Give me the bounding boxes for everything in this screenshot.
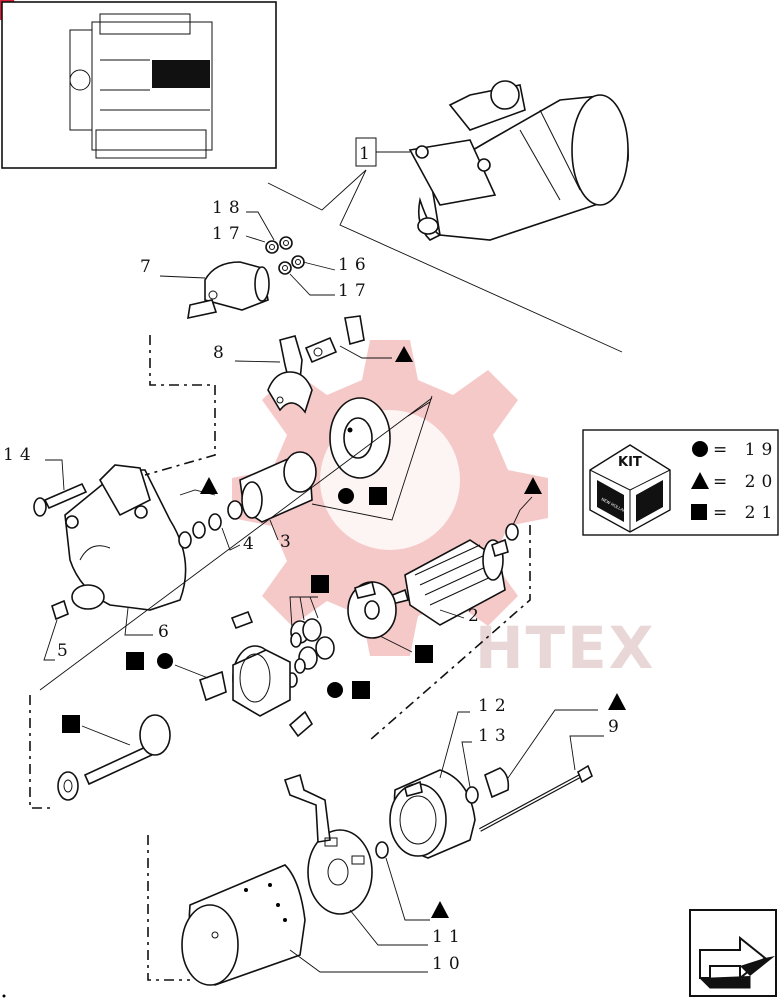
callout-3: 3	[280, 532, 297, 552]
legend-triangle-value: = 20	[713, 472, 778, 492]
kit-triangle-marker-2	[200, 477, 218, 494]
kit-triangle-marker-5	[608, 693, 626, 710]
callout-7: 7	[140, 257, 157, 277]
kit-label: KIT	[618, 455, 642, 470]
callout-4: 4	[243, 534, 260, 554]
spacer-washers	[178, 500, 243, 549]
legend-circle-value: = 19	[713, 440, 778, 460]
through-bolt	[479, 764, 593, 832]
callout-9: 9	[608, 717, 625, 737]
bushing	[51, 599, 69, 621]
callout-14: 14	[3, 445, 37, 465]
kit-triangle-marker-4	[431, 901, 449, 918]
callout-5: 5	[57, 641, 74, 661]
commutator-end-cover	[389, 769, 476, 859]
field-frame	[181, 864, 306, 986]
drive-lever	[267, 315, 365, 414]
output-shaft	[57, 714, 171, 801]
callout-1: 1	[359, 144, 376, 164]
callout-2: 2	[468, 606, 485, 626]
callout-11: 11	[432, 927, 466, 947]
watermark-text: HTEX	[475, 614, 655, 682]
planetary-ring-gear	[329, 397, 391, 479]
callout-12: 12	[478, 696, 512, 716]
kit-square-marker-4	[126, 652, 144, 670]
brush-holder	[283, 773, 373, 915]
legend-circle-icon	[692, 441, 708, 457]
armature	[389, 538, 509, 626]
callout-10: 10	[432, 954, 466, 974]
callout-17b: 17	[338, 281, 372, 301]
engine-thumbnail	[1, 1, 277, 169]
bolt	[33, 482, 88, 517]
callout-16: 16	[338, 255, 372, 275]
end-bushing	[484, 767, 510, 799]
legend-square-value: = 21	[713, 503, 778, 523]
kit-circle-marker	[338, 488, 354, 504]
kit-square-marker-6	[62, 715, 80, 733]
legend-triangle-icon	[691, 472, 709, 489]
kit-square-marker-2	[415, 645, 433, 663]
kit-triangle-marker	[395, 346, 413, 362]
kit-triangle-marker-3	[524, 477, 542, 494]
kit-circle-marker-2	[157, 653, 173, 669]
next-page-arrow-icon[interactable]	[689, 909, 777, 997]
kit-square-marker	[369, 487, 387, 505]
intermediate-plate	[347, 580, 397, 639]
callout-6: 6	[158, 622, 175, 642]
kit-legend: KIT NEW HOLLAND = 19 = 20 = 21	[582, 429, 779, 536]
kit-square-marker-5	[352, 681, 370, 699]
internal-ring-gear	[199, 610, 291, 717]
end-washer	[465, 786, 479, 804]
solenoid-assembly	[187, 236, 305, 320]
callout-13: 13	[478, 726, 512, 746]
pinion-drive	[239, 451, 317, 523]
callout-18: 18	[212, 198, 246, 218]
planet-gears	[286, 618, 335, 688]
kit-circle-marker-3	[327, 682, 343, 698]
thrust-block	[288, 710, 314, 738]
drive-end-housing	[64, 464, 187, 611]
legend-square-icon	[691, 504, 707, 520]
callout-8: 8	[213, 343, 230, 363]
assembled-starter-motor	[408, 80, 629, 241]
callout-17a: 17	[212, 224, 246, 244]
armature-washer	[505, 523, 519, 541]
kit-square-marker-3	[311, 575, 329, 593]
commutator-washer	[375, 841, 389, 859]
